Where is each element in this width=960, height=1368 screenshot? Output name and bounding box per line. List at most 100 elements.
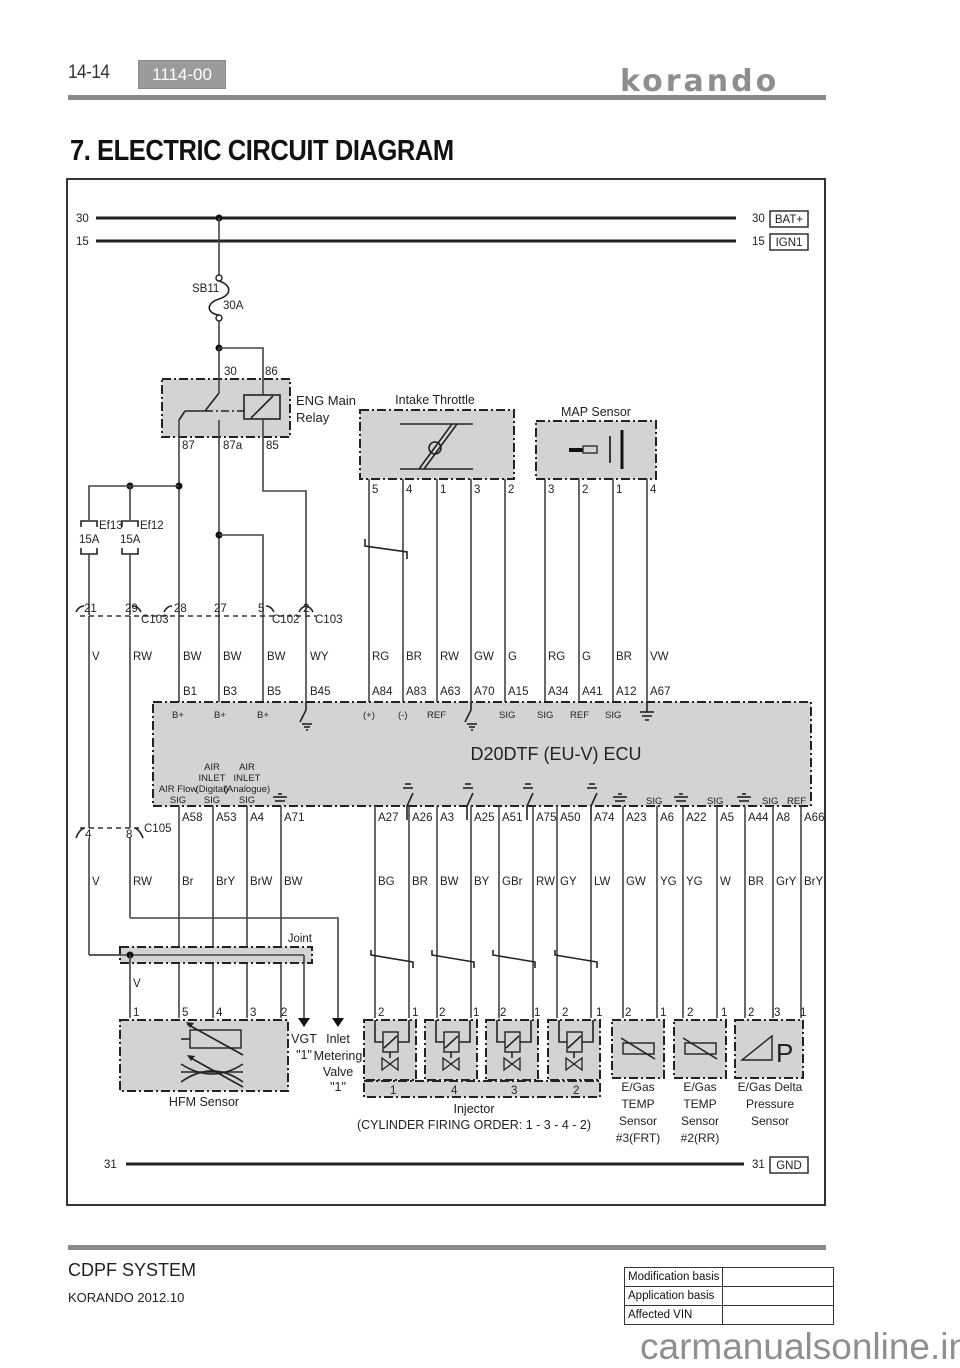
- ecu-func-a63: REF: [427, 710, 446, 721]
- relay-pin-87: 87: [182, 440, 195, 452]
- wire-color-a41: G: [582, 651, 591, 663]
- throttle-pin-4: 4: [406, 484, 413, 496]
- wire-color-a25: BY: [474, 876, 490, 888]
- revision-value: [722, 1267, 835, 1287]
- ecu-label-digital-2: INLET: [199, 773, 226, 784]
- ecu-label-digital-4: SIG: [204, 795, 220, 806]
- ecu-label-airflow-1: AIR Flow: [159, 784, 198, 795]
- delta-label-3: Sensor: [751, 1114, 789, 1128]
- cylinder-1: 1: [390, 1085, 396, 1097]
- ecu-pin-a51: A51: [502, 812, 522, 824]
- wire-color-a23: GW: [626, 876, 646, 888]
- intake-throttle: Intake Throttle: [359, 393, 515, 480]
- rail-bat-right-label: 30: [752, 213, 765, 225]
- page-number: 14-14: [68, 62, 110, 83]
- pressure-symbol: P: [776, 1038, 793, 1068]
- shield-ground-a25: [463, 783, 474, 820]
- wire-color-a34: RG: [548, 651, 565, 663]
- wire-color-a58: Br: [182, 876, 194, 888]
- wire-color-a67: VW: [650, 651, 669, 663]
- ecu-func-a12: SIG: [605, 710, 621, 721]
- ecu-label-analogue-1: AIR: [239, 762, 255, 773]
- ecu-label-airflow-2: SIG: [170, 795, 186, 806]
- wire-color-a8: GrY: [776, 876, 797, 888]
- ecu-top-right-wires: 5 4 1 3 2 3 2 1 4 RG BR RW GW G RG G BR …: [364, 479, 670, 702]
- revision-row: Application basis: [623, 1286, 835, 1306]
- fuse-ef12-name: Ef12: [140, 520, 164, 532]
- c105-pin-8: 8: [126, 829, 132, 841]
- ecu-pin-a25: A25: [474, 812, 494, 824]
- wire-color-b5: BW: [267, 651, 286, 663]
- ecu-pin-b1: B1: [183, 686, 197, 698]
- ecu-pin-b3: B3: [223, 686, 237, 698]
- wire-color-a63: RW: [440, 651, 459, 663]
- ecu-pin-a23: A23: [626, 812, 646, 824]
- footer-system: CDPF SYSTEM: [68, 1260, 197, 1280]
- hfm-label: HFM Sensor: [169, 1095, 239, 1109]
- wire-color-a6: YG: [660, 876, 677, 888]
- rail-gnd-tag: GND: [776, 1160, 802, 1172]
- relay-output-wiring: [88, 437, 307, 702]
- injector-pin-1: 1: [534, 1007, 540, 1019]
- wire-color-a5: W: [720, 876, 731, 888]
- ecu-pin-b5: B5: [267, 686, 281, 698]
- delta-label-2: Pressure: [746, 1097, 794, 1111]
- delta-label-1: E/Gas Delta: [738, 1080, 803, 1094]
- ecu-top-left-wires: V RW BW BW BW WY B1 B3 B5 B45: [88, 616, 330, 828]
- page-title: 7. ELECTRIC CIRCUIT DIAGRAM: [70, 135, 454, 167]
- revision-label: Affected VIN: [623, 1305, 724, 1325]
- ecu-pin-a41: A41: [582, 686, 602, 698]
- wire-color-a50: GY: [560, 876, 577, 888]
- ground-symbol: [273, 793, 287, 802]
- wire-color-a12: BR: [616, 651, 632, 663]
- wire-color-a22: YG: [686, 876, 703, 888]
- ecu-pin-a27: A27: [378, 812, 398, 824]
- ecu-label-sig-a8: SIG: [762, 796, 778, 807]
- connector-c105: 4 8 C105: [75, 823, 172, 841]
- revision-label: Application basis: [623, 1286, 724, 1306]
- relay-pin-87a: 87a: [223, 440, 243, 452]
- egas2-label-2: TEMP: [683, 1097, 716, 1111]
- wire-color-a84: RG: [372, 651, 389, 663]
- ecu-pin-a83: A83: [406, 686, 426, 698]
- intake-throttle-label: Intake Throttle: [395, 393, 475, 407]
- revision-row: Modification basis: [623, 1267, 835, 1287]
- map-sensor: MAP Sensor: [535, 405, 657, 480]
- wire-color-a26: BR: [412, 876, 428, 888]
- ecu-pin-a22: A22: [686, 812, 706, 824]
- ecu-pin-a75: A75: [536, 812, 556, 824]
- ecu-pin-a44: A44: [748, 812, 769, 824]
- vgt-label-2: "1": [296, 1048, 312, 1062]
- brand-logo: korando: [620, 64, 780, 99]
- c105-pin-4: 4: [85, 829, 92, 841]
- relay-pin-30: 30: [224, 366, 237, 378]
- relay-pin-86: 86: [265, 366, 278, 378]
- ecu-func-b5: B+: [257, 710, 269, 721]
- wire-color-a27: BG: [378, 876, 395, 888]
- ecu-label-analogue-3: (Analogue): [224, 784, 270, 795]
- injector-pin-2: 2: [439, 1007, 445, 1019]
- egas3-pin-1: 1: [660, 1007, 666, 1019]
- ecu-label-sig-a5: SIG: [707, 796, 723, 807]
- relay-name-line1: ENG Main: [296, 393, 356, 408]
- vgt-label: VGT: [291, 1032, 317, 1046]
- hfm-pin-1: 1: [133, 1007, 139, 1019]
- wire-color-a51: GBr: [502, 876, 523, 888]
- throttle-pin-1: 1: [440, 484, 446, 496]
- vgt-output: VGT "1": [291, 1018, 317, 1062]
- wire-color-b1: BW: [183, 651, 202, 663]
- egas-temp-sensor-3: 2 1 E/Gas TEMP Sensor #3(FRT): [611, 1007, 666, 1145]
- throttle-pin-5: 5: [372, 484, 378, 496]
- ecu-box: B+ B+ B+ (+) (-) REF SIG SIG REF SIG D20…: [152, 701, 812, 820]
- ecu-pin-a74: A74: [594, 812, 615, 824]
- rail-ign-left-label: 15: [76, 236, 89, 248]
- injector-pin-2: 2: [500, 1007, 506, 1019]
- ecu-pin-a3: A3: [440, 812, 454, 824]
- metering-label-1: Inlet: [326, 1032, 350, 1046]
- rail-ign-tag: IGN1: [776, 237, 803, 249]
- watermark[interactable]: carmanualsonline.info: [640, 1326, 960, 1367]
- fuse-ef13-rating: 15A: [79, 534, 100, 546]
- conn-pin-5: 5: [258, 603, 264, 615]
- c105-label: C105: [144, 823, 172, 835]
